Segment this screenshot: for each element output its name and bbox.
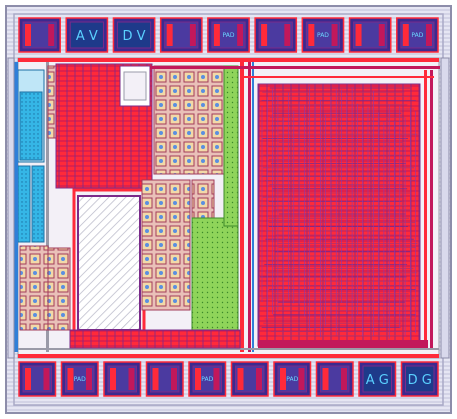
pad-esd (355, 24, 362, 46)
pad-esd (213, 24, 220, 46)
pad-metal (405, 365, 435, 393)
bottom-right-routing (258, 340, 428, 348)
top-pad-1: A V (65, 17, 109, 53)
top-pad-5 (254, 17, 298, 53)
bottom-pad-4: PAD (188, 361, 227, 397)
pad-esd (67, 368, 74, 390)
horizontal-buses (18, 58, 440, 358)
bottom-pad-0 (18, 361, 57, 397)
pad-esd (284, 24, 291, 46)
bottom-pad-9: D G (400, 361, 439, 397)
pad-esd (189, 24, 196, 46)
pad-label: PAD (74, 376, 86, 383)
logic-routing-lines (260, 86, 418, 340)
logic-inner-window-2 (123, 71, 147, 101)
pad-label: A G (366, 373, 389, 388)
pad-esd (171, 368, 177, 390)
left-small-cells (19, 245, 49, 331)
left-ring-bar (7, 57, 15, 359)
top-pad-0 (18, 17, 61, 53)
bottom-pad-8: A G (358, 361, 397, 397)
pad-esd (25, 368, 31, 390)
top-pad-7 (348, 17, 392, 53)
pad-esd (152, 368, 159, 390)
pad-esd (195, 368, 201, 390)
pad-esd (341, 368, 347, 390)
pad-esd (261, 24, 268, 46)
bottom-pad-7 (315, 361, 354, 397)
pad-metal (69, 21, 104, 49)
pad-label: A V (76, 29, 98, 44)
top-pad-8: PAD (396, 17, 439, 53)
bottom-pad-2 (103, 361, 142, 397)
pad-esd (48, 24, 55, 46)
pad-label: PAD (223, 32, 235, 39)
pad-label: PAD (286, 376, 298, 383)
pad-label: D V (123, 29, 146, 44)
pad-esd (308, 24, 315, 46)
pad-metal (362, 365, 392, 393)
pad-esd (237, 368, 244, 390)
pad-esd (402, 24, 409, 46)
bottom-pad-3 (145, 361, 184, 397)
bottom-pad-5 (230, 361, 269, 397)
capacitor-array (77, 195, 141, 331)
pad-esd (43, 368, 50, 390)
pad-esd (86, 368, 92, 390)
pad-esd (322, 368, 329, 390)
green-diffusion-region (191, 217, 239, 341)
right-ring-bar (440, 57, 450, 359)
pad-esd (280, 368, 286, 390)
pad-esd (110, 368, 116, 390)
bottom-pad-1: PAD (60, 361, 99, 397)
pad-esd (298, 368, 305, 390)
pad-metal (116, 21, 152, 49)
pad-esd (166, 24, 173, 46)
top-pad-2: D V (112, 17, 156, 53)
pad-esd (378, 24, 385, 46)
bottom-pad-6: PAD (273, 361, 312, 397)
top-pad-4: PAD (207, 17, 250, 53)
top-pad-6: PAD (301, 17, 345, 53)
pad-esd (25, 24, 31, 46)
bottom-routing (69, 329, 241, 349)
pad-esd (331, 24, 338, 46)
pad-label: PAD (201, 376, 213, 383)
pad-esd (213, 368, 220, 390)
bottom-pad-row: PAD PAD PAD A G D G (18, 361, 439, 397)
pad-esd (237, 24, 244, 46)
mid-cell-array (153, 65, 235, 175)
left-cell-array-bottom (47, 247, 71, 331)
green-vertical-bus (223, 65, 239, 227)
pad-esd (426, 24, 432, 46)
pad-esd (128, 368, 135, 390)
pad-esd (256, 368, 262, 390)
vertical-buses (240, 62, 433, 352)
top-pad-row: A V D V PAD PAD PAD (18, 17, 439, 53)
pad-label: PAD (411, 32, 423, 39)
left-routing (14, 62, 49, 352)
top-pad-3 (159, 17, 203, 53)
pad-label: D G (408, 373, 432, 388)
mid-lower-cells (141, 179, 191, 311)
pad-label: PAD (317, 32, 329, 39)
